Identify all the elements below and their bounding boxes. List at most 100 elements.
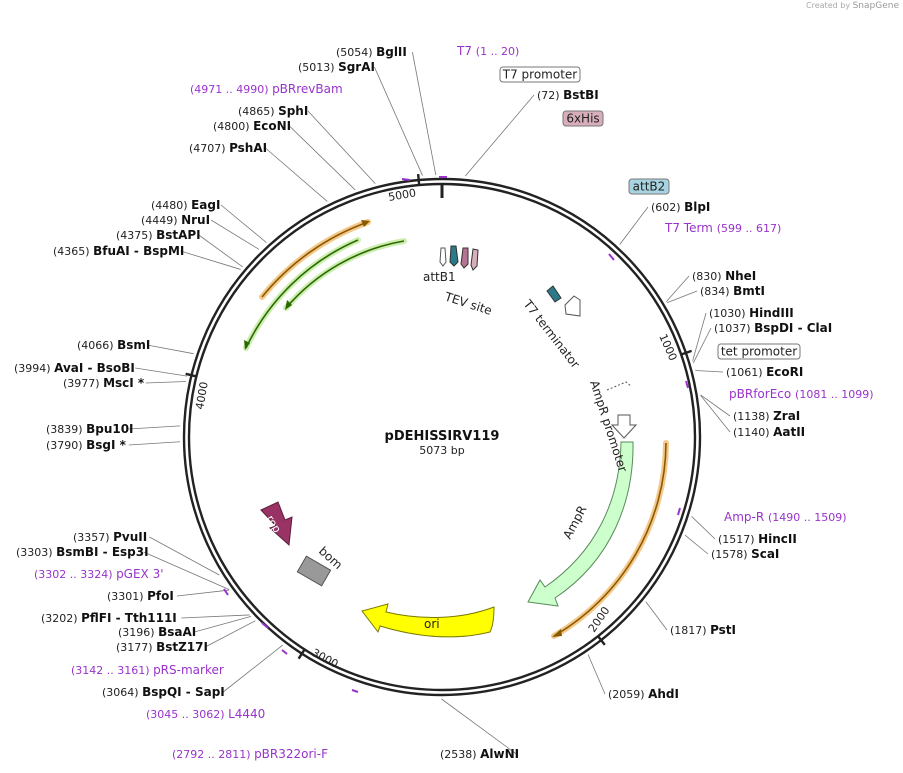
tick-mark-4000 — [185, 372, 197, 378]
svg-text:(3142 .. 3161) pRS-marker: (3142 .. 3161) pRS-marker — [71, 663, 224, 677]
svg-text:Amp-R (1490 .. 1509): Amp-R (1490 .. 1509) — [724, 510, 847, 524]
svg-text:(1061) EcoRI: (1061) EcoRI — [726, 365, 803, 379]
enzyme-site-bsaai[interactable]: (3196) BsaAI — [118, 625, 196, 639]
enzyme-site-bpu10i[interactable]: (3839) Bpu10I — [46, 422, 134, 436]
attb1-feature-arrow[interactable] — [439, 247, 447, 267]
primer-prsmarker[interactable]: (3142 .. 3161) pRS-marker — [71, 663, 224, 677]
primer-ampr[interactable]: Amp-R (1490 .. 1509) — [724, 510, 847, 524]
attb2-feature-arrow[interactable] — [546, 285, 562, 303]
enzyme-leader-line — [181, 614, 250, 619]
enzyme-site-zrai[interactable]: (1138) ZraI — [733, 409, 800, 423]
enzyme-leader-line — [176, 589, 230, 597]
enzyme-site-nrui[interactable]: (4449) NruI — [141, 213, 210, 227]
ori-feature-arrow[interactable] — [361, 603, 495, 638]
primer-pbrforeco[interactable]: pBRforEco (1081 .. 1099) — [729, 387, 874, 401]
tick-mark-2000 — [597, 635, 606, 646]
primer-t7term[interactable]: T7 Term (599 .. 617) — [664, 221, 781, 235]
enzyme-site-bfuai[interactable]: (4365) BfuAI - BspMI — [53, 244, 184, 258]
enzyme-site-pshai[interactable]: (4707) PshAI — [189, 141, 267, 155]
svg-text:(3302 .. 3324) pGEX 3': (3302 .. 3324) pGEX 3' — [34, 567, 164, 581]
t7-terminator-arrow[interactable] — [564, 295, 581, 317]
enzyme-site-ecori[interactable]: (1061) EcoRI — [726, 365, 803, 379]
svg-text:(2538) AlwNI: (2538) AlwNI — [440, 747, 519, 761]
enzyme-leader-line — [619, 206, 649, 245]
leader-lines — [128, 51, 731, 755]
primer-marks — [223, 176, 689, 693]
svg-text:(3994) AvaI - BsoBI: (3994) AvaI - BsoBI — [14, 361, 135, 375]
primer-l4440[interactable]: (3045 .. 3062) L4440 — [146, 707, 265, 721]
feature-box-6xhis[interactable]: 6xHis — [562, 110, 604, 127]
enzyme-site-ahdi[interactable]: (2059) AhdI — [608, 687, 679, 701]
enzyme-site-psti[interactable]: (1817) PstI — [670, 623, 736, 637]
primer-pbr322orif[interactable]: (2792 .. 2811) pBR322ori-F — [172, 747, 328, 761]
enzyme-site-blpi[interactable]: (602) BlpI — [651, 200, 710, 214]
svg-text:(2059) AhdI: (2059) AhdI — [608, 687, 679, 701]
tev-feature-arrow[interactable] — [460, 247, 469, 269]
svg-text:6xHis: 6xHis — [566, 112, 599, 126]
enzyme-site-bspqi[interactable]: (3064) BspQI - SapI — [102, 685, 225, 699]
bom-feature[interactable] — [296, 555, 332, 587]
svg-text:(1037) BspDI - ClaI: (1037) BspDI - ClaI — [714, 321, 832, 335]
enzyme-site-hindiii[interactable]: (1030) HindIII — [709, 306, 794, 320]
svg-text:(1140) AatII: (1140) AatII — [733, 425, 805, 439]
enzyme-site-pvuii[interactable]: (3357) PvuII — [73, 530, 147, 544]
enzyme-site-bstbi[interactable]: (72) BstBI — [537, 88, 599, 102]
enzyme-site-hincii[interactable]: (1517) HincII — [718, 532, 797, 546]
feature-box-tetpromoter[interactable]: tet promoter — [717, 343, 801, 360]
enzyme-site-pflfi[interactable]: (3202) PflFI - Tth111I — [41, 611, 177, 625]
enzyme-leader-line — [307, 110, 376, 184]
enzyme-site-sgrai[interactable]: (5013) SgrAI — [298, 60, 375, 74]
svg-text:(3303) BsmBI - Esp3I: (3303) BsmBI - Esp3I — [16, 545, 149, 559]
svg-text:(3064) BspQI - SapI: (3064) BspQI - SapI — [102, 685, 225, 699]
primer-t7[interactable]: T7 (1 .. 20) — [456, 44, 519, 58]
enzyme-site-bspdi[interactable]: (1037) BspDI - ClaI — [714, 321, 832, 335]
enzyme-site-msci[interactable]: (3977) MscI * — [63, 376, 145, 390]
enzyme-leader-line — [700, 395, 731, 433]
enzyme-site-bmti[interactable]: (834) BmtI — [700, 284, 765, 298]
enzyme-site-aatii[interactable]: (1140) AatII — [733, 425, 805, 439]
plasmid-name: pDEHISSIRV119 — [385, 429, 500, 444]
svg-text:(3202) PflFI - Tth111I: (3202) PflFI - Tth111I — [41, 611, 177, 625]
svg-text:(3839) Bpu10I: (3839) Bpu10I — [46, 422, 134, 436]
enzyme-site-scai[interactable]: (1578) ScaI — [711, 547, 779, 561]
enzyme-site-alwni[interactable]: (2538) AlwNI — [440, 747, 519, 761]
feature-box-attb2[interactable]: attB2 — [628, 178, 670, 195]
enzyme-site-bsmi[interactable]: (4066) BsmI — [77, 338, 150, 352]
enzyme-site-bsgi[interactable]: (3790) BsgI * — [46, 438, 127, 452]
enzyme-leader-line — [146, 344, 194, 355]
enzyme-site-nhei[interactable]: (830) NheI — [692, 269, 756, 283]
svg-text:tet promoter: tet promoter — [721, 345, 797, 359]
enzyme-site-pfoi[interactable]: (3301) PfoI — [107, 589, 174, 603]
enzyme-leader-line — [692, 327, 712, 364]
snapgene-logo-text: SnapGene — [852, 1, 899, 11]
svg-text:(4066) BsmI: (4066) BsmI — [77, 338, 150, 352]
enzyme-site-eagi[interactable]: (4480) EagI — [151, 198, 220, 212]
svg-text:(4375) BstAPI: (4375) BstAPI — [116, 228, 201, 242]
enzyme-leader-line — [194, 615, 252, 633]
enzyme-leader-line — [128, 441, 181, 446]
enzyme-site-sphi[interactable]: (4865) SphI — [238, 104, 308, 118]
enzyme-leader-line — [265, 147, 328, 202]
his-feature-arrow-1[interactable] — [449, 245, 459, 267]
enzyme-leader-line — [135, 367, 188, 377]
snapgene-credit: Created by SnapGene — [806, 1, 899, 11]
ampr-promoter-arrow[interactable] — [610, 414, 638, 439]
enzyme-site-bglii[interactable]: (5054) BglII — [336, 45, 407, 59]
enzyme-site-bstapi[interactable]: (4375) BstAPI — [116, 228, 201, 242]
enzyme-site-bstz17i[interactable]: (3177) BstZ17I — [116, 640, 208, 654]
ampr-feature-arrow[interactable] — [527, 441, 634, 607]
his-feature-arrow-2[interactable] — [470, 248, 479, 271]
enzyme-site-econi[interactable]: (4800) EcoNI — [213, 119, 291, 133]
enzyme-leader-line — [666, 290, 698, 304]
primer-pbrrevbam[interactable]: (4971 .. 4990) pBRrevBam — [190, 82, 343, 96]
enzyme-leader-line — [180, 250, 241, 270]
enzyme-leader-line — [128, 425, 181, 430]
svg-text:(2792 .. 2811) pBR322ori-F: (2792 .. 2811) pBR322ori-F — [172, 747, 328, 761]
enzyme-site-bsmbi[interactable]: (3303) BsmBI - Esp3I — [16, 545, 149, 559]
rop-feature-arrow[interactable] — [260, 501, 293, 547]
tet-promoter-arrow[interactable] — [606, 381, 632, 391]
tick-mark-3000 — [297, 648, 306, 660]
primer-pgex3[interactable]: (3302 .. 3324) pGEX 3' — [34, 567, 164, 581]
enzyme-site-avai[interactable]: (3994) AvaI - BsoBI — [14, 361, 135, 375]
feature-box-t7promoter[interactable]: T7 promoter — [499, 66, 581, 83]
